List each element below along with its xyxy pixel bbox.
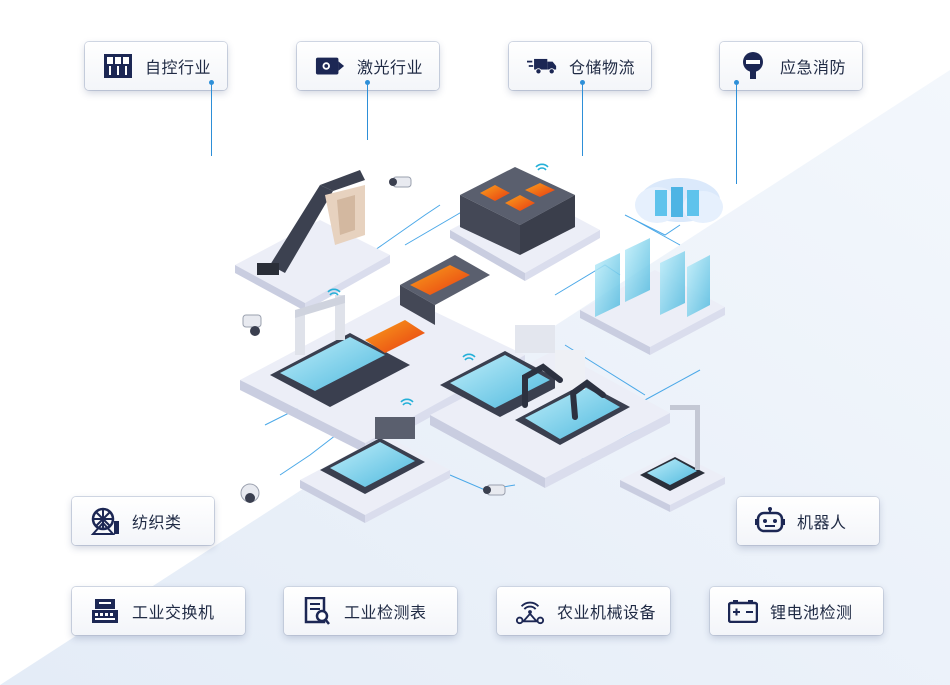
battery-icon <box>728 596 758 626</box>
laser-icon <box>315 51 345 81</box>
robot-icon <box>755 506 785 536</box>
camera-icon <box>240 483 260 503</box>
fire-hydrant-icon <box>738 51 768 81</box>
card-label: 激光行业 <box>357 58 424 77</box>
agri-machine-icon <box>515 596 545 626</box>
wifi-icon <box>462 353 476 361</box>
connector-line <box>582 84 583 156</box>
platform-small-line <box>300 417 450 523</box>
factory-scene <box>235 163 725 523</box>
spinning-wheel-icon <box>90 506 120 536</box>
connector-dot <box>580 80 585 85</box>
connector-line <box>367 84 368 140</box>
camera-icon <box>389 176 412 188</box>
camera-icon <box>483 484 506 496</box>
control-cabinet-icon <box>103 51 133 81</box>
card-label: 自控行业 <box>145 58 212 77</box>
card-label: 机器人 <box>797 513 847 532</box>
wifi-icon <box>400 398 414 406</box>
platform-assembly <box>430 325 670 488</box>
card-textile[interactable]: 纺织类 <box>72 497 214 545</box>
card-label: 工业交换机 <box>132 603 215 622</box>
platform-hopper <box>235 170 390 311</box>
platform-inspection <box>620 405 725 512</box>
connector-line <box>211 84 212 156</box>
card-label: 纺织类 <box>132 513 182 532</box>
card-fire-safety[interactable]: 应急消防 <box>720 42 862 90</box>
card-label: 仓储物流 <box>569 58 636 77</box>
connector-line <box>736 84 737 184</box>
wifi-icon <box>535 163 549 171</box>
card-lithium-battery[interactable]: 锂电池检测 <box>710 587 883 635</box>
card-agri-machinery[interactable]: 农业机械设备 <box>497 587 670 635</box>
inspection-form-icon <box>302 596 332 626</box>
network-switch-icon <box>90 596 120 626</box>
camera-icon <box>242 314 262 336</box>
card-label: 工业检测表 <box>344 603 427 622</box>
card-label: 锂电池检测 <box>770 603 853 622</box>
card-label: 农业机械设备 <box>557 603 657 622</box>
connector-dot <box>365 80 370 85</box>
connector-dot <box>734 80 739 85</box>
card-label: 应急消防 <box>780 58 847 77</box>
card-automation[interactable]: 自控行业 <box>85 42 227 90</box>
platform-kiln <box>450 167 600 281</box>
card-inspection-form[interactable]: 工业检测表 <box>284 587 457 635</box>
cloud-server <box>635 178 723 223</box>
card-robot[interactable]: 机器人 <box>737 497 879 545</box>
wifi-icon <box>327 288 341 296</box>
platform-glass-rack <box>580 238 725 355</box>
delivery-truck-icon <box>527 51 557 81</box>
card-industrial-switch[interactable]: 工业交换机 <box>72 587 245 635</box>
connector-dot <box>209 80 214 85</box>
